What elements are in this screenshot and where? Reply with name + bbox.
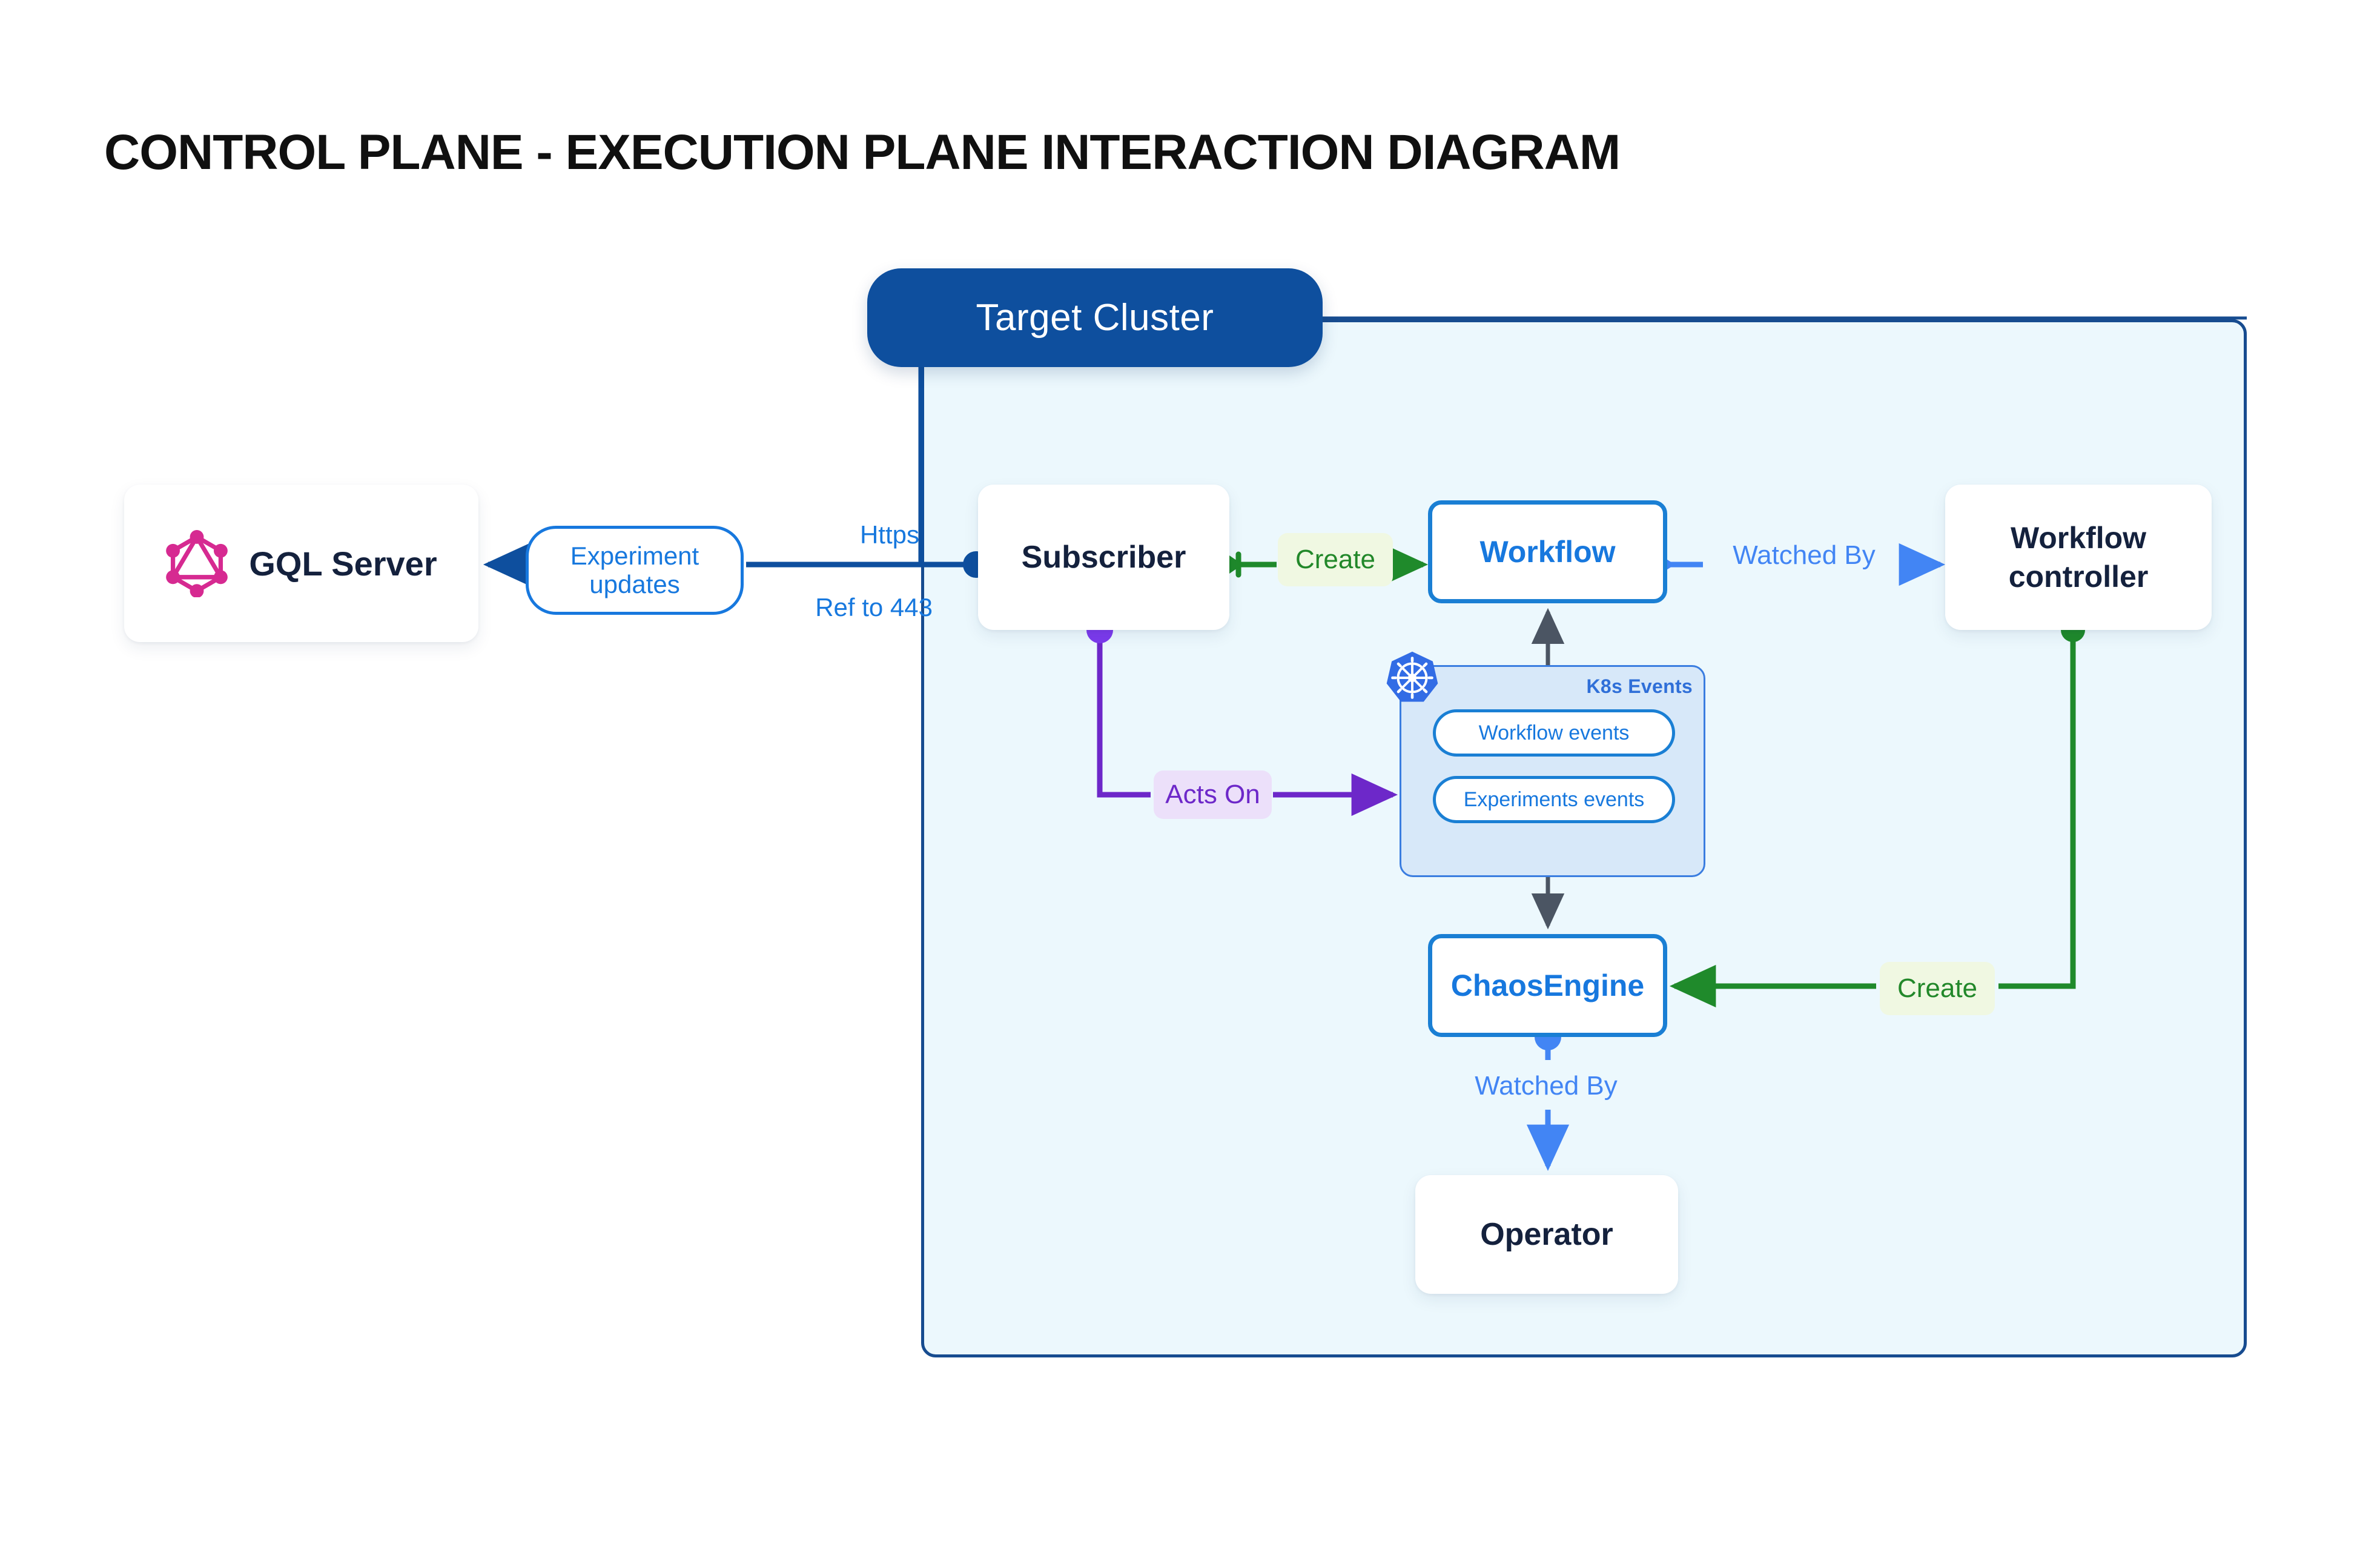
edge-label-experiment-updates: Experiment updates — [526, 526, 744, 615]
k8s-events-title: K8s Events — [1586, 675, 1693, 697]
node-gql-server-label: GQL Server — [249, 544, 437, 583]
node-subscriber-label: Subscriber — [1021, 540, 1186, 575]
edge-label-https: Https — [859, 520, 919, 549]
edge-label-watched-by-workflow-controller: Watched By — [1733, 540, 1876, 570]
edge-label-acts-on: Acts On — [1154, 770, 1272, 819]
graphql-icon — [165, 529, 228, 598]
node-subscriber[interactable]: Subscriber — [978, 485, 1229, 630]
edge-label-create-chaosengine: Create — [1880, 962, 1995, 1015]
edge-label-watched-by-operator: Watched By — [1475, 1071, 1618, 1101]
target-cluster-label: Target Cluster — [976, 297, 1214, 339]
edge-label-experiment-updates-line2: updates — [589, 569, 680, 598]
k8s-event-experiments-events-label: Experiments events — [1463, 787, 1645, 811]
k8s-event-workflow-events[interactable]: Workflow events — [1433, 709, 1675, 757]
kubernetes-icon — [1384, 649, 1441, 706]
edge-label-ref-to-443: Ref to 443 — [815, 593, 933, 621]
node-workflow-label: Workflow — [1479, 535, 1616, 569]
k8s-event-workflow-events-label: Workflow events — [1478, 721, 1630, 744]
node-chaosengine-label: ChaosEngine — [1450, 969, 1645, 1002]
edge-label-create-workflow: Create — [1278, 533, 1393, 586]
node-chaosengine[interactable]: ChaosEngine — [1428, 934, 1667, 1037]
node-operator[interactable]: Operator — [1415, 1175, 1678, 1294]
node-workflow-controller[interactable]: Workflow controller — [1945, 485, 2212, 630]
target-cluster-header[interactable]: Target Cluster — [867, 268, 1323, 367]
edge-label-experiment-updates-line1: Experiment — [570, 542, 699, 571]
node-workflow-controller-label-line2: controller — [2008, 560, 2149, 594]
k8s-event-experiments-events[interactable]: Experiments events — [1433, 776, 1675, 823]
node-workflow-controller-label-line1: Workflow — [2010, 521, 2147, 555]
page-title: CONTROL PLANE - EXECUTION PLANE INTERACT… — [104, 125, 1621, 180]
node-gql-server[interactable]: GQL Server — [124, 485, 478, 642]
node-workflow[interactable]: Workflow — [1428, 500, 1667, 603]
k8s-events-group[interactable]: K8s Events Workflow events Experiments e… — [1400, 665, 1705, 877]
node-operator-label: Operator — [1480, 1217, 1613, 1252]
